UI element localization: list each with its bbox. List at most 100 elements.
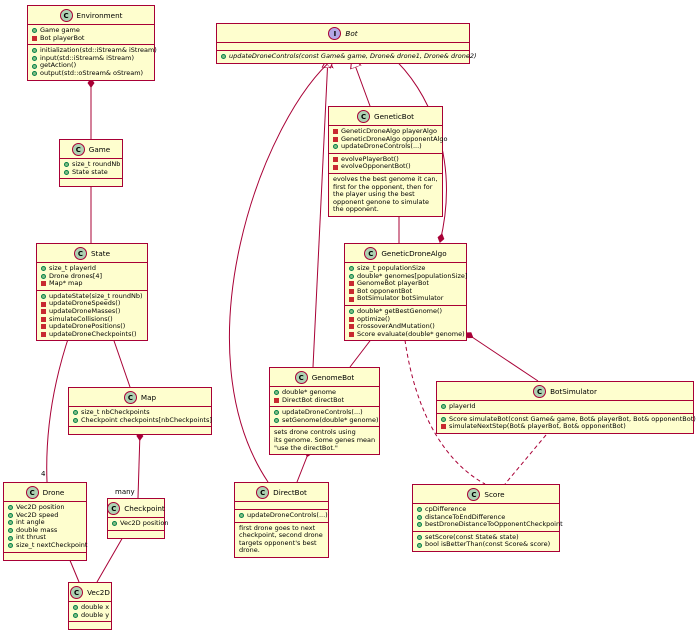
note-line: targets opponent's best [239, 538, 317, 547]
method-text: initialization(std::iStream& iStream) [40, 46, 157, 55]
field-section: Vec2D position [108, 517, 168, 530]
public-visibility-icon [333, 144, 338, 150]
field-text: size_t playerId [49, 264, 96, 272]
field-text: int thrust [16, 533, 46, 542]
method-section: updateDroneControls(...)setGenome(double… [270, 406, 379, 426]
edge-drone-state [46, 332, 73, 483]
class-name: Environment [76, 10, 123, 20]
field-text: updateDroneControls(...) [341, 142, 422, 151]
public-visibility-icon [349, 266, 354, 272]
note-line: its genome. Some genes mean [274, 435, 376, 444]
method-row: simulateNextStep(Bot& playerBot, Bot& op… [441, 423, 689, 431]
method-row: evolveOpponentBot() [333, 163, 438, 171]
field-text: bestDroneDistanceToOpponentCheckpoint [425, 520, 563, 529]
class-badge-icon: C [70, 586, 84, 599]
field-text: Vec2D speed [16, 510, 59, 519]
field-section [235, 501, 328, 509]
note-line: opponent genone to simulate [333, 197, 430, 206]
field-row: size_t playerId [41, 264, 143, 273]
method-row: updateDroneSpeeds() [41, 300, 143, 308]
public-visibility-icon [8, 505, 13, 511]
public-visibility-icon [239, 513, 244, 519]
public-visibility-icon [441, 416, 446, 422]
multiplicity-checkpoints: many [115, 488, 135, 496]
public-visibility-icon [417, 542, 422, 548]
class-note: evolves the best genome it can,first for… [329, 172, 442, 216]
field-row: double* genomes[populationSize] [349, 272, 467, 281]
method-text: double* getBestGenome() [357, 306, 443, 315]
public-visibility-icon [8, 535, 13, 541]
method-row: updateDroneMasses() [41, 307, 143, 316]
field-row: size_t roundNb [64, 160, 121, 169]
method-row: input(std::iStream& iStream) [32, 53, 150, 63]
field-text: int angle [16, 518, 45, 527]
field-text: distanceToEndDifference [425, 512, 506, 521]
field-row: int thrust [8, 534, 82, 542]
public-visibility-icon [64, 162, 69, 168]
method-text: input(std::iStream& iStream) [40, 53, 135, 62]
public-visibility-icon [417, 507, 422, 513]
note-line: sets drone controls using [274, 428, 356, 437]
public-visibility-icon [221, 54, 226, 60]
method-row: updateDroneCheckpoints() [41, 330, 143, 339]
method-text: updateDroneControls(...) [247, 511, 328, 519]
field-text: double y [81, 610, 110, 619]
method-row: updateDroneControls(...) [239, 511, 328, 520]
field-row: Drone drones[4] [41, 272, 143, 281]
note-line: the player using the best [333, 190, 415, 199]
public-visibility-icon [32, 63, 37, 69]
method-section [4, 551, 86, 560]
class-badge-icon: C [73, 247, 87, 260]
field-text: BotSimulator botSimulator [357, 294, 444, 303]
public-visibility-icon [41, 273, 46, 279]
note-line: first for the opponent, then for [333, 182, 433, 191]
private-visibility-icon [41, 301, 46, 307]
method-section [60, 178, 122, 186]
method-row: Score evaluate(double* genome) [349, 330, 465, 339]
method-text: evolvePlayerBot() [341, 154, 399, 163]
method-text: bool isBetterThan(const Score& score) [425, 540, 551, 549]
field-text: Game game [40, 26, 80, 34]
method-section: updateState(size_t roundNb)updateDroneSp… [37, 289, 147, 341]
note-line: the opponent. [333, 205, 379, 214]
method-row: simulateCollisions() [41, 315, 143, 324]
field-text: Map* map [49, 279, 83, 288]
public-visibility-icon [349, 273, 354, 279]
method-text: updateDronePositions() [49, 322, 126, 331]
field-text: size_t roundNb [72, 160, 121, 168]
field-text: Checkpoint checkpoints[nbCheckpoints] [81, 415, 212, 424]
field-text: Vec2D position [16, 503, 65, 511]
field-section [217, 42, 469, 50]
public-visibility-icon [32, 71, 37, 77]
field-row: Bot opponentBot [349, 287, 462, 296]
class-name: Map [140, 392, 157, 402]
private-visibility-icon [41, 281, 46, 287]
method-section: updateDroneControls(const Game& game, Dr… [217, 50, 477, 63]
field-row: double y [73, 610, 110, 620]
class-badge-icon: C [256, 486, 270, 499]
private-visibility-icon [333, 136, 338, 142]
field-text: GenomeBot playerBot [357, 279, 429, 288]
public-visibility-icon [8, 520, 13, 526]
